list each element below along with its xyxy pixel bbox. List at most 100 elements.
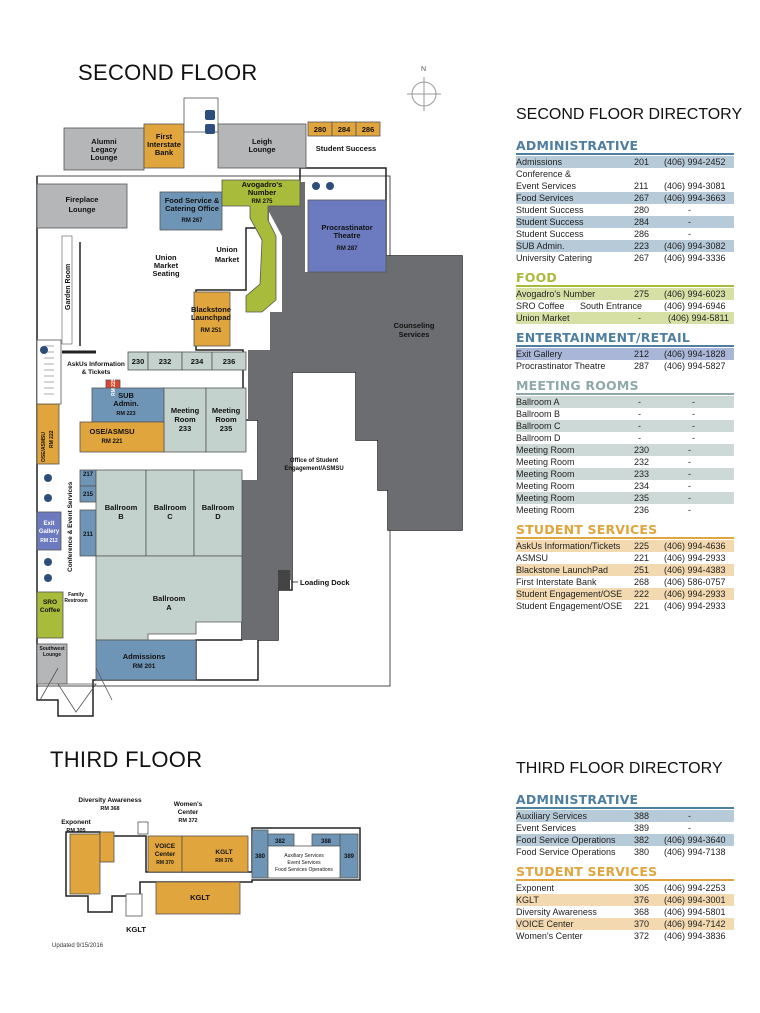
label-284: 284 [338,125,351,134]
label-bd-1: Ballroom [202,503,235,512]
directory-section-heading: STUDENT SERVICES [516,523,734,539]
kglt-376-room[interactable] [181,835,249,873]
directory-phone: (406) 994-7138 [664,847,726,857]
directory-row: Conference & [516,168,734,180]
directory-section-heading: STUDENT SERVICES [516,865,734,881]
label-food-2: Catering Office [165,204,219,213]
directory-name: Conference & [516,169,572,179]
leigh-lounge[interactable] [217,123,307,169]
label-sro-1: SRO [43,599,57,606]
first-interstate-bank[interactable] [143,123,185,169]
label-exp-2: RM 305 [66,828,85,834]
procrastinator-theatre[interactable] [307,199,387,273]
kglt-main-room[interactable] [155,881,241,915]
directory-room-number: 305 [634,883,650,893]
exit-gallery[interactable] [36,511,62,551]
southwest-lounge[interactable] [36,643,68,685]
label-sub-1: SUB [118,391,134,400]
label-sub-2: Admin. [113,399,138,408]
label-m235-3: 235 [220,424,233,433]
label-ba-1: Ballroom [153,594,186,603]
label-alumni-1: Alumni [91,137,116,146]
label-bl-1: Blackstone [191,305,231,314]
label-counsel-1: Counseling [394,321,435,330]
directory-name: Food Services [516,193,574,203]
label-voice-2: Center [155,851,176,858]
food-service-catering-office[interactable] [159,191,223,231]
auxiliary-services-area[interactable] [267,845,341,879]
admissions[interactable] [95,639,197,681]
avogadros-number[interactable] [221,179,301,313]
directory-phone: (406) 994-3082 [664,241,726,251]
blackstone-launchpad[interactable] [193,291,231,347]
fireplace-lounge[interactable] [36,183,128,229]
directory-name: Exit Gallery [516,349,563,359]
label-student-success: Student Success [316,144,376,153]
room-286[interactable] [355,121,381,137]
label-askus-1: AskUs Information [67,361,125,368]
directory-name: KGLT [516,895,539,905]
directory-phone: - [688,505,691,515]
directory-name: ASMSU [516,553,549,563]
sub-admin[interactable] [91,387,165,423]
label-sw-1: Southwest [39,646,65,652]
directory-room-number: 382 [634,835,650,845]
label-aux-1: Auxiliary Services [284,853,324,859]
label-280: 280 [314,125,327,134]
compass-icon: N [407,66,441,111]
label-wc-1: Women's [174,801,203,808]
directory-name: Food Service Operations [516,835,616,845]
directory-name: Women's Center [516,931,583,941]
label-234: 234 [191,357,204,366]
ballroom-d[interactable] [193,469,243,557]
diversity-awareness-room[interactable] [99,831,115,863]
alumni-legacy-lounge[interactable] [63,127,145,171]
label-office-1: Office of Student [290,458,338,464]
label-sub-3: RM 223 [116,411,135,417]
directory-phone: (406) 994-2933 [664,589,726,599]
third-directory-title: THIRD FLOOR DIRECTORY [516,760,723,777]
label-m235-1: Meeting [212,406,241,415]
meeting-room-233[interactable] [163,387,207,453]
directory-name: SRO Coffee [516,301,565,311]
directory-name: Procrastinator Theatre [516,361,606,371]
label-bl-3: RM 251 [200,328,222,334]
exponent-room[interactable] [69,833,101,895]
directory-phone: - [688,445,691,455]
label-fib-2: Interstate [147,140,181,149]
room-236[interactable] [211,351,247,371]
label-aux-2: Event Services [287,860,321,866]
label-bc-1: Ballroom [154,503,187,512]
directory-name: Student Engagement/OSE [516,601,623,611]
label-leigh-2: Lounge [248,145,275,154]
directory-name: Meeting Room [516,493,575,503]
directory-phone: - [692,397,695,407]
label-askus-2: & Tickets [82,369,111,376]
label-bb-2: B [118,512,124,521]
directory-room-number: 212 [634,349,650,359]
sro-coffee[interactable] [36,591,64,639]
directory-room-number: 388 [634,811,650,821]
directory-phone: - [688,469,691,479]
ballroom-c[interactable] [145,469,195,557]
label-ums-1: Union [155,253,177,262]
meeting-room-235[interactable] [205,387,247,453]
label-voice-1: VOICE [155,843,176,850]
label-exit-3: RM 212 [40,538,58,544]
directory-name: Exponent [516,883,555,893]
label-garden-room: Garden Room [65,264,72,310]
directory-row: Ballroom C-- [516,420,734,432]
ose-asmsu[interactable] [79,421,165,453]
